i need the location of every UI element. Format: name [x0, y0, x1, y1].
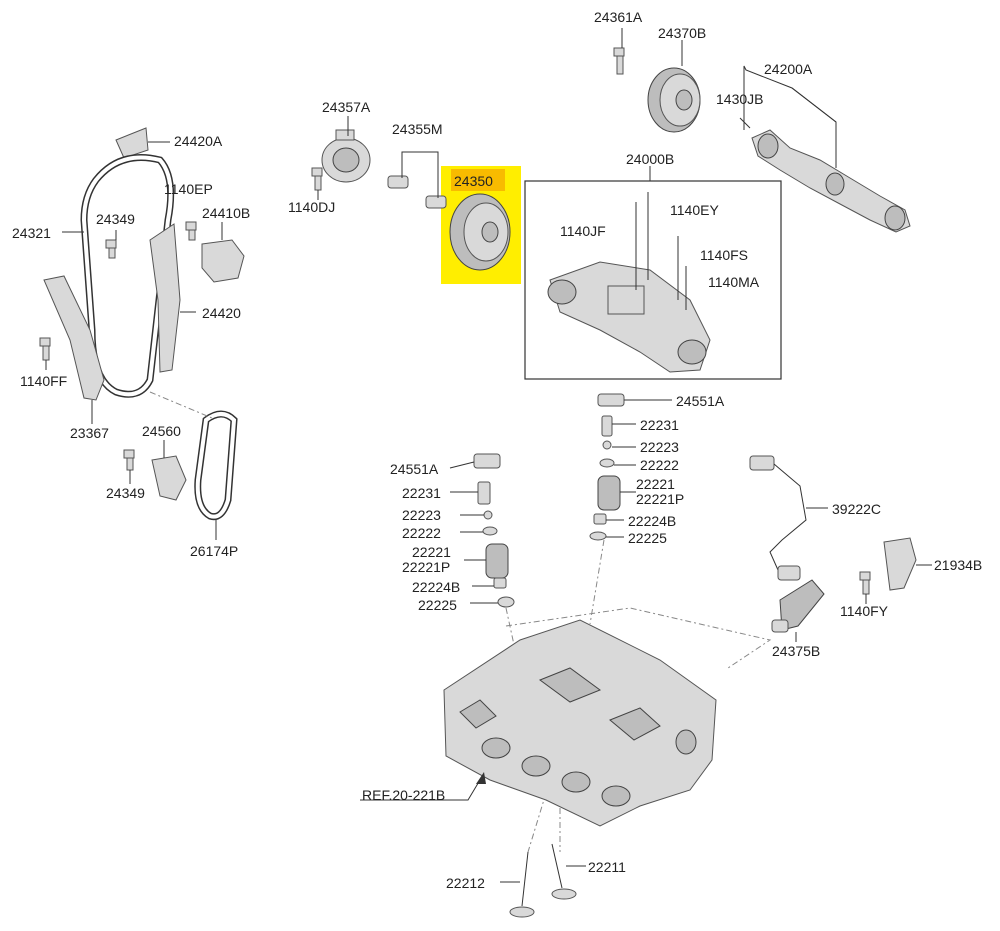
label-22231-left[interactable]: 22231: [402, 485, 441, 501]
label-22224B-left[interactable]: 22224B: [412, 579, 460, 595]
label-24361A[interactable]: 24361A: [594, 9, 643, 25]
label-22221-left[interactable]: 22221: [412, 544, 451, 560]
oil-bolts-24355M[interactable]: [387, 175, 447, 209]
label-22224B-right[interactable]: 22224B: [628, 513, 676, 529]
label-22225-left[interactable]: 22225: [418, 597, 457, 613]
label-22231-right[interactable]: 22231: [640, 417, 679, 433]
bolt-1140FF[interactable]: [39, 337, 51, 361]
label-24375B[interactable]: 24375B: [772, 643, 820, 659]
label-21934B[interactable]: 21934B: [934, 557, 982, 573]
reference-dash-lines: [505, 539, 772, 853]
label-22212[interactable]: 22212: [446, 875, 485, 891]
pivot-bolt-24349-upper[interactable]: [105, 239, 117, 259]
label-22223-right[interactable]: 22223: [640, 439, 679, 455]
bracket-21934B[interactable]: [883, 537, 917, 591]
label-24000B[interactable]: 24000B: [626, 151, 674, 167]
label-24321[interactable]: 24321: [12, 225, 51, 241]
bolt-1140EP[interactable]: [185, 221, 197, 241]
bolt-1140DJ[interactable]: [311, 167, 323, 191]
label-22223-left[interactable]: 22223: [402, 507, 441, 523]
label-1140EP[interactable]: 1140EP: [164, 181, 213, 197]
tensioner-24410B[interactable]: [201, 239, 245, 283]
label-39222C[interactable]: 39222C: [832, 501, 881, 517]
bolt-24361A[interactable]: [613, 47, 625, 75]
timing-chain-24321[interactable]: [80, 154, 175, 398]
label-22222-left[interactable]: 22222: [402, 525, 441, 541]
ref-arrow: [476, 772, 486, 784]
sensor-harness-39222C[interactable]: [749, 455, 807, 581]
camshaft-24200A[interactable]: [751, 129, 911, 233]
label-24200A[interactable]: 24200A: [764, 61, 813, 77]
cam-sprocket-24350[interactable]: [449, 193, 511, 271]
label-22222-right[interactable]: 22222: [640, 457, 679, 473]
exhaust-valve-22212[interactable]: [509, 851, 535, 918]
label-22221-right[interactable]: 22221: [636, 476, 675, 492]
valve-train-right-leaders: [606, 399, 672, 538]
label-22225-right[interactable]: 22225: [628, 530, 667, 546]
callout-labels: 24361A 24370B 24200A 1430JB 24357A 24355…: [12, 9, 982, 891]
label-1140FF[interactable]: 1140FF: [20, 373, 67, 389]
label-1140JF[interactable]: 1140JF: [560, 223, 606, 239]
pivot-bolt-24349-lower[interactable]: [123, 449, 135, 471]
assembly-box-24000B: [524, 180, 782, 380]
label-24420A[interactable]: 24420A: [174, 133, 223, 149]
oil-pump-chain-26174P[interactable]: [194, 410, 238, 521]
label-24551A-right[interactable]: 24551A: [676, 393, 725, 409]
label-24551A-left[interactable]: 24551A: [390, 461, 439, 477]
label-23367[interactable]: 23367: [70, 425, 109, 441]
label-1140MA[interactable]: 1140MA: [708, 274, 760, 290]
cam-sprocket-24370B[interactable]: [647, 67, 701, 133]
cylinder-head-cam-assembly[interactable]: [547, 261, 711, 373]
label-24349-lower[interactable]: 24349: [106, 485, 145, 501]
cylinder-head[interactable]: [443, 619, 717, 827]
label-26174P[interactable]: 26174P: [190, 543, 238, 559]
label-22211[interactable]: 22211: [588, 859, 626, 875]
label-24370B[interactable]: 24370B: [658, 25, 706, 41]
label-22221P-right[interactable]: 22221P: [636, 491, 684, 507]
label-24357A[interactable]: 24357A: [322, 99, 371, 115]
label-24410B[interactable]: 24410B: [202, 205, 250, 221]
label-22221P-left[interactable]: 22221P: [402, 559, 450, 575]
selected-callout-highlight: [451, 169, 505, 191]
label-24355M[interactable]: 24355M: [392, 121, 443, 137]
actuator-24357A[interactable]: [321, 129, 371, 183]
assembly-bolts: [635, 192, 687, 310]
intake-valve-22211[interactable]: [551, 843, 577, 900]
label-1140FS[interactable]: 1140FS: [700, 247, 748, 263]
chain-guide-bracket-24420A[interactable]: [115, 127, 149, 159]
chain-guide-24420[interactable]: [149, 223, 181, 373]
oil-control-valve-24375B[interactable]: [771, 579, 825, 633]
label-24349-upper[interactable]: 24349: [96, 211, 135, 227]
label-24350[interactable]: 24350: [454, 173, 493, 189]
label-1140FY[interactable]: 1140FY: [840, 603, 889, 619]
label-1140EY[interactable]: 1140EY: [670, 202, 719, 218]
label-24420[interactable]: 24420: [202, 305, 241, 321]
valve-train-left-leaders: [449, 461, 498, 604]
valve-train-left[interactable]: [473, 453, 515, 608]
valve-train-right[interactable]: [589, 393, 625, 541]
tensioner-arm-23367[interactable]: [43, 275, 105, 401]
label-1140DJ[interactable]: 1140DJ: [288, 199, 335, 215]
label-ref-20-221B[interactable]: REF.20-221B: [362, 787, 445, 803]
label-1430JB[interactable]: 1430JB: [716, 91, 763, 107]
label-24560[interactable]: 24560: [142, 423, 181, 439]
bolt-1140FY[interactable]: [859, 571, 871, 595]
oil-pump-guide-24560[interactable]: [151, 455, 187, 501]
